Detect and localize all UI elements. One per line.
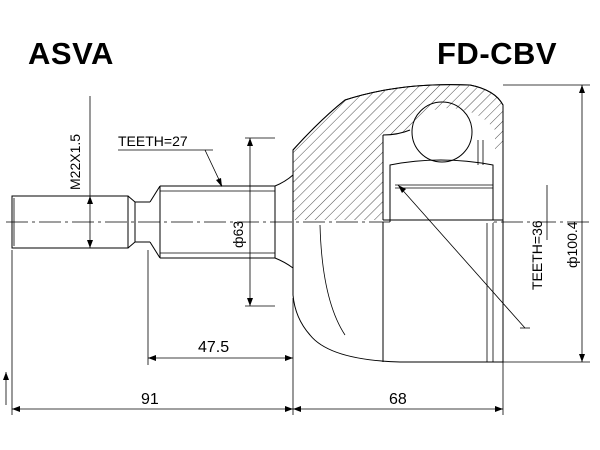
- diameter63-dimension: [245, 137, 275, 307]
- diameter100-label: ф100.4: [564, 221, 580, 268]
- housing-neck: [274, 150, 294, 295]
- threaded-stub: [11, 195, 150, 249]
- brand-title: ASVA: [28, 36, 114, 71]
- overall-length-dimensions: [3, 250, 504, 415]
- splined-shaft: [149, 185, 276, 259]
- diameter63-label: ф63: [230, 221, 246, 248]
- part-number-title: FD-CBV: [437, 36, 558, 71]
- length47-label: 47.5: [198, 339, 229, 356]
- length68-label: 68: [389, 391, 407, 408]
- teeth27-label: TEETH=27: [118, 133, 188, 149]
- ball-and-race: [389, 101, 495, 223]
- length47-dimension: [147, 250, 293, 365]
- diameter100-dimension: [503, 84, 590, 363]
- thread-dimension: [87, 96, 93, 248]
- thread-label: M22X1.5: [67, 134, 83, 190]
- length91-label: 91: [141, 391, 159, 408]
- teeth36-leader: [397, 184, 548, 329]
- teeth36-label: TEETH=36: [529, 220, 545, 290]
- teeth27-leader: [118, 149, 223, 187]
